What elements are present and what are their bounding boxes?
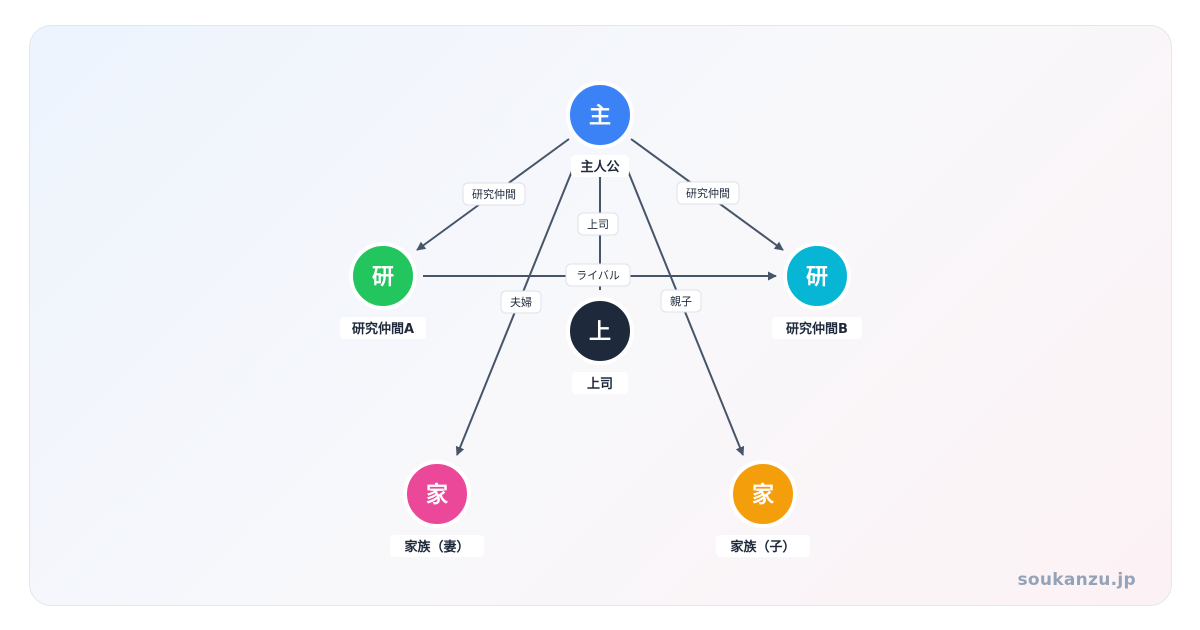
node-circle <box>566 81 634 149</box>
edge-label-rival: ライバル <box>565 263 631 287</box>
node-label: 研究仲間B <box>786 321 848 337</box>
edge-label-to-wife: 夫婦 <box>500 290 542 314</box>
node-glyph: 家 <box>426 482 449 508</box>
edge-label-to-child: 親子 <box>660 289 702 313</box>
node-protagonist[interactable]: 主 主人公 <box>566 81 634 177</box>
edge-label-text: 研究仲間 <box>686 186 730 200</box>
edge-label-to-boss: 上司 <box>577 212 619 236</box>
node-glyph: 研 <box>372 265 394 290</box>
edge-label-to-colleague-b: 研究仲間 <box>676 181 740 205</box>
edge-label-text: ライバル <box>576 269 620 282</box>
node-label: 主人公 <box>580 159 619 175</box>
node-circle <box>403 460 471 528</box>
edge-label-text: 夫婦 <box>510 295 532 309</box>
edge-label-text: 上司 <box>587 218 609 231</box>
edge-label-to-colleague-a: 研究仲間 <box>462 182 526 206</box>
node-glyph: 研 <box>806 265 828 290</box>
node-label: 研究仲間A <box>352 321 414 337</box>
node-boss[interactable]: 上 上司 <box>566 297 634 394</box>
node-colleague-b[interactable]: 研 研究仲間B <box>772 242 862 339</box>
node-colleague-a[interactable]: 研 研究仲間A <box>340 242 426 339</box>
node-glyph: 家 <box>752 482 775 508</box>
node-label: 上司 <box>587 377 613 392</box>
node-circle <box>783 242 851 310</box>
node-label: 家族（子） <box>730 539 795 555</box>
edge-protagonist-child <box>627 170 745 456</box>
site-watermark: soukanzu.jp <box>1017 570 1136 590</box>
node-family-child[interactable]: 家 家族（子） <box>716 460 810 557</box>
node-label: 家族（妻） <box>404 539 469 555</box>
node-circle <box>729 460 797 528</box>
node-family-wife[interactable]: 家 家族（妻） <box>390 460 484 557</box>
node-circle <box>349 242 417 310</box>
edge-label-text: 親子 <box>670 295 692 308</box>
node-circle <box>566 297 634 365</box>
edge-label-text: 研究仲間 <box>472 187 516 201</box>
node-glyph: 主 <box>589 104 611 129</box>
node-glyph: 上 <box>589 320 611 345</box>
